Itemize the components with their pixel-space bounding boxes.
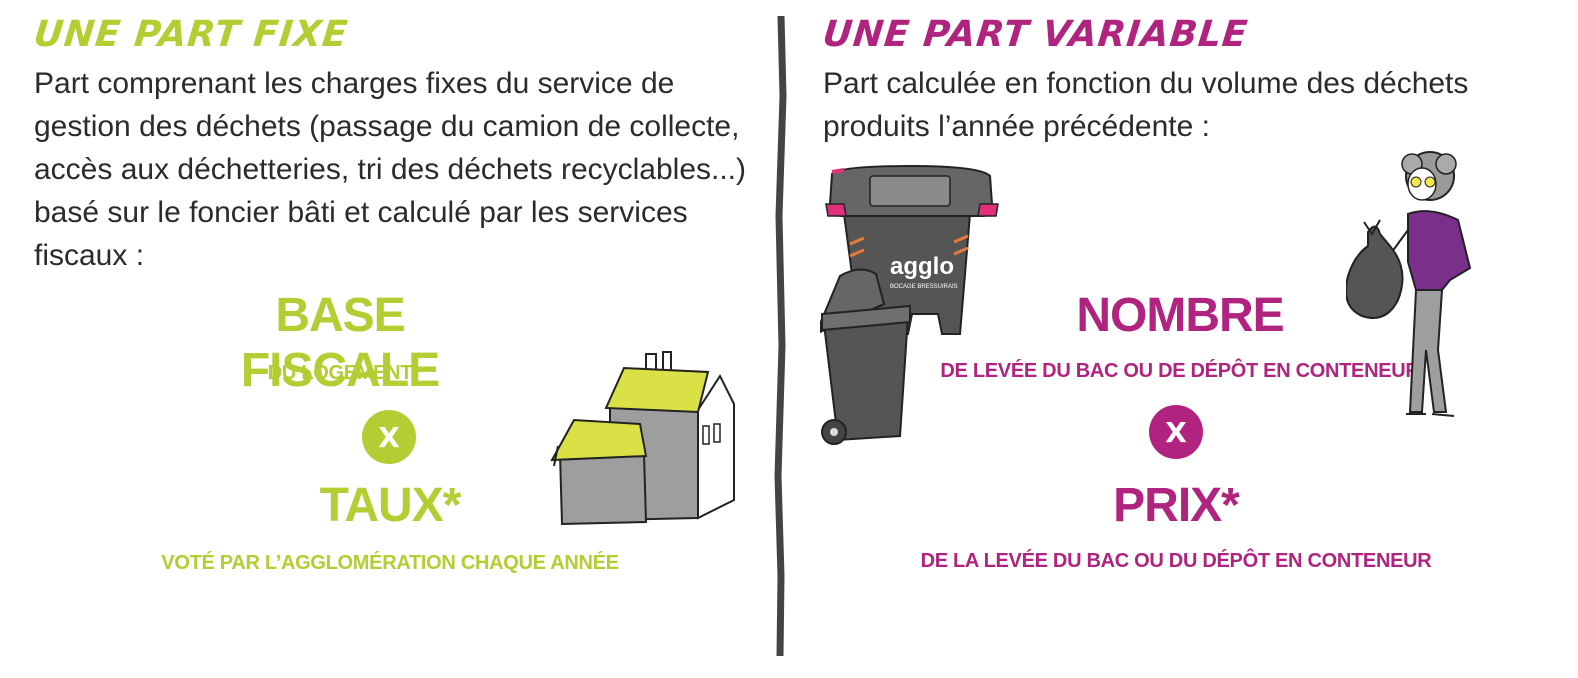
- variable-term1-sub: DE LEVÉE DU BAC OU DE DÉPÔT EN CONTENEUR: [940, 360, 1420, 382]
- variable-term2-sub: DE LA LEVÉE DU BAC OU DU DÉPÔT EN CONTEN…: [920, 550, 1432, 572]
- fixed-term2-sub: VOTÉ PAR L’AGGLOMÉRATION CHAQUE ANNÉE: [161, 552, 619, 574]
- woman-with-bag-illustration: [1346, 151, 1472, 417]
- fixed-term1: BASE FISCALE: [240, 289, 440, 397]
- fixed-term2: TAUX*: [319, 479, 462, 532]
- variable-part-section: UNE PART VARIABLE Part calculée en fonct…: [790, 0, 1578, 678]
- fixed-part-heading: UNE PART FIXE: [31, 14, 351, 55]
- variable-part-description: Part calculée en fonction du volume des …: [823, 67, 1469, 143]
- variable-term2: PRIX*: [1113, 479, 1240, 532]
- variable-part-heading: UNE PART VARIABLE: [820, 14, 1251, 55]
- house-illustration: [550, 351, 735, 526]
- waste-bin-illustration: agglo BOCAGE BRESSUIRAIS: [820, 164, 999, 445]
- section-divider: [774, 16, 787, 656]
- fixed-term1-sub: DU LOGEMENT: [267, 362, 413, 384]
- bin-logo-sub: BOCAGE BRESSUIRAIS: [890, 284, 958, 290]
- variable-term1: NOMBRE: [1076, 289, 1284, 342]
- fixed-part-description: Part comprenant les charges fixes du ser…: [34, 67, 747, 272]
- multiply-icon: X: [362, 410, 416, 464]
- fixed-part-section: UNE PART FIXE Part comprenant les charge…: [0, 0, 780, 678]
- multiply-icon: X: [1149, 405, 1203, 459]
- bin-logo: agglo: [890, 253, 954, 280]
